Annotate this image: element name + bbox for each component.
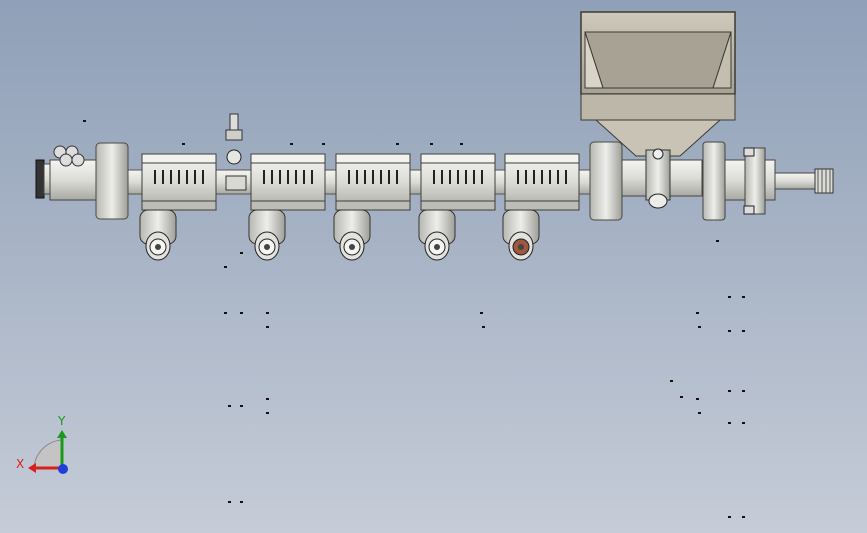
vent-port-4[interactable] <box>418 209 456 261</box>
reference-point-31 <box>742 516 745 518</box>
coordinate-triad <box>28 430 68 474</box>
reference-point-25 <box>698 412 701 414</box>
reference-point-6 <box>266 312 269 314</box>
reference-point-13 <box>240 501 243 503</box>
reference-point-27 <box>742 390 745 392</box>
reference-point-34 <box>290 143 293 145</box>
heater-zone-5[interactable] <box>504 153 580 211</box>
reference-point-21 <box>742 330 745 332</box>
reference-point-38 <box>460 143 463 145</box>
reference-point-8 <box>228 405 231 407</box>
drive-shaft <box>774 168 834 194</box>
triad-x-label: X <box>16 457 25 471</box>
reference-point-18 <box>728 296 731 298</box>
heater-zone-3[interactable] <box>335 153 411 211</box>
reference-point-2 <box>224 266 227 268</box>
reference-point-7 <box>266 326 269 328</box>
reference-point-29 <box>742 422 745 424</box>
vent-port-3[interactable] <box>333 209 371 261</box>
flange-left <box>95 142 129 220</box>
reference-point-30 <box>728 516 731 518</box>
flange-right <box>589 141 623 221</box>
reference-point-5 <box>240 312 243 314</box>
reference-point-36 <box>396 143 399 145</box>
reference-point-1 <box>83 120 86 122</box>
heater-zones <box>141 153 580 211</box>
reference-point-19 <box>742 296 745 298</box>
reference-point-9 <box>240 405 243 407</box>
triad-y-label: Y <box>58 414 66 428</box>
reference-point-4 <box>224 312 227 314</box>
reference-point-11 <box>266 412 269 414</box>
vent-port-1[interactable] <box>139 209 177 261</box>
hopper <box>580 11 736 157</box>
reference-point-32 <box>716 240 719 242</box>
reference-point-17 <box>698 326 701 328</box>
reference-point-33 <box>182 143 185 145</box>
reference-point-10 <box>266 398 269 400</box>
triad-z-axis <box>58 464 68 474</box>
reference-point-22 <box>670 380 673 382</box>
reference-point-24 <box>696 398 699 400</box>
reference-point-37 <box>430 143 433 145</box>
gearbox-coupling <box>702 141 776 221</box>
reference-point-23 <box>680 396 683 398</box>
vent-port-5[interactable] <box>502 209 540 261</box>
feed-throat <box>621 148 703 209</box>
reference-point-3 <box>240 252 243 254</box>
heater-zone-4[interactable] <box>420 153 496 211</box>
heater-zone-1[interactable] <box>141 153 217 211</box>
reference-point-14 <box>480 312 483 314</box>
pressure-sensor <box>225 113 247 191</box>
reference-point-15 <box>482 326 485 328</box>
vent-ports <box>139 209 540 261</box>
die-head <box>35 145 97 201</box>
reference-point-12 <box>228 501 231 503</box>
reference-point-20 <box>728 330 731 332</box>
heater-zone-2[interactable] <box>250 153 326 211</box>
reference-points <box>83 120 745 518</box>
reference-point-16 <box>696 312 699 314</box>
reference-point-28 <box>728 422 731 424</box>
reference-point-35 <box>322 143 325 145</box>
vent-port-2[interactable] <box>248 209 286 261</box>
reference-point-26 <box>728 390 731 392</box>
